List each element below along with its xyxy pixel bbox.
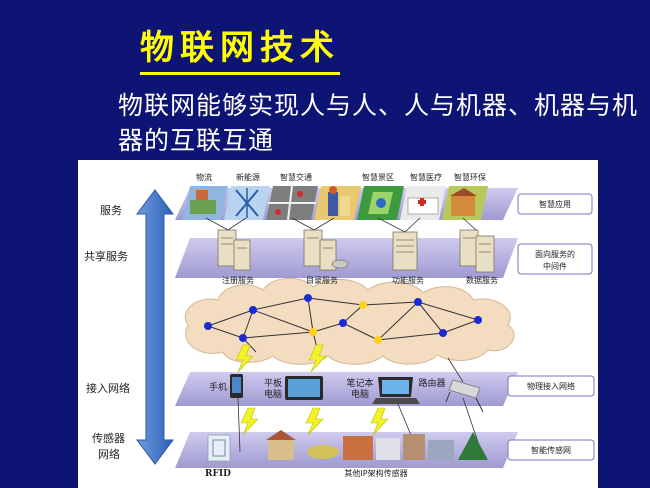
smart-scenic-icon	[314, 186, 361, 220]
tablet-icon	[285, 376, 323, 400]
sensor-buildings-icon	[266, 430, 488, 460]
device-label-laptop-1: 笔记本	[346, 377, 373, 389]
laptop-icon	[372, 377, 420, 404]
device-label-router: 路由器	[418, 377, 445, 389]
side-label-smart-app: 智慧应用	[539, 199, 571, 209]
lightning-icon	[235, 344, 254, 373]
function-server-icon	[392, 231, 418, 271]
layer-label-access-network: 接入网络	[86, 381, 130, 395]
iot-architecture-diagram: 物流 新能源 智慧交通 智慧景区 智慧医疗 智慧环保	[78, 160, 598, 488]
slide-subtitle: 物联网能够实现人与人、人与机器、机器与机器的互联互通	[118, 91, 639, 155]
lightning-bolts	[235, 344, 389, 436]
server-label-function: 功能服务	[392, 275, 424, 285]
vertical-double-arrow	[136, 189, 174, 465]
layer-label-sensor-2: 网络	[98, 447, 120, 461]
app-label-logistics: 物流	[196, 172, 212, 182]
side-box-smart-app: 智慧应用	[517, 193, 593, 215]
smart-medical-icon	[400, 186, 446, 220]
device-label-tablet-2: 电脑	[264, 388, 282, 400]
logistics-icon	[182, 186, 228, 220]
app-label-smart-scenic: 智慧景区	[362, 172, 394, 182]
app-label-smart-traffic: 智慧交通	[280, 172, 312, 182]
lightning-icon	[305, 407, 324, 436]
side-label-middleware-2: 中间件	[543, 261, 567, 271]
server-label-registration: 注册服务	[222, 275, 254, 285]
lightning-icon	[308, 344, 327, 373]
router-icon	[445, 379, 484, 413]
access-network-band	[175, 372, 518, 406]
device-label-phone: 手机	[209, 381, 227, 393]
rfid-icon	[207, 434, 231, 462]
cloud-network-links	[207, 297, 479, 353]
side-label-middleware-1: 面向服务的	[535, 249, 575, 259]
side-box-physical-access: 物理接入网络	[507, 375, 595, 397]
sensor-label-other: 其他IP架构传感器	[344, 468, 407, 478]
server-label-data: 数据服务	[466, 275, 498, 285]
app-icons	[182, 185, 488, 221]
side-label-smart-sensor: 智能传感网	[531, 445, 571, 455]
layer-label-sensor-1: 传感器	[92, 432, 125, 445]
sensor-label-rfid: RFID	[205, 469, 231, 479]
app-label-smart-environment: 智慧环保	[454, 172, 486, 182]
title-underline	[140, 72, 340, 75]
smart-environment-icon	[442, 186, 488, 220]
data-server-icon	[459, 229, 495, 273]
phone-icon	[230, 374, 243, 398]
network-cloud	[185, 277, 515, 365]
directory-server-icon	[303, 229, 349, 271]
side-box-middleware: 面向服务的 中间件	[517, 243, 593, 275]
app-label-smart-medical: 智慧医疗	[410, 172, 442, 182]
shared-service-band	[175, 238, 518, 278]
layer-label-shared-service: 共享服务	[84, 249, 128, 263]
lightning-icon	[370, 407, 389, 436]
side-label-physical-access: 物理接入网络	[527, 381, 575, 391]
cloud-nodes	[204, 294, 482, 344]
smart-hospital-icon	[357, 186, 404, 220]
server-app-links	[205, 217, 477, 233]
side-box-smart-sensor: 智能传感网	[507, 439, 595, 461]
new-energy-icon	[224, 186, 270, 220]
server-label-directory: 目录服务	[306, 275, 338, 285]
smart-traffic-icon	[266, 185, 318, 221]
device-label-tablet-1: 平板	[264, 377, 282, 389]
registration-server-icon	[217, 229, 251, 271]
slide-title: 物联网技术	[140, 28, 340, 68]
device-label-laptop-2: 电脑	[351, 388, 369, 400]
layer-label-service: 服务	[100, 204, 122, 217]
server-icons	[217, 229, 495, 273]
app-label-new-energy: 新能源	[236, 172, 260, 182]
lightning-icon	[240, 407, 259, 436]
